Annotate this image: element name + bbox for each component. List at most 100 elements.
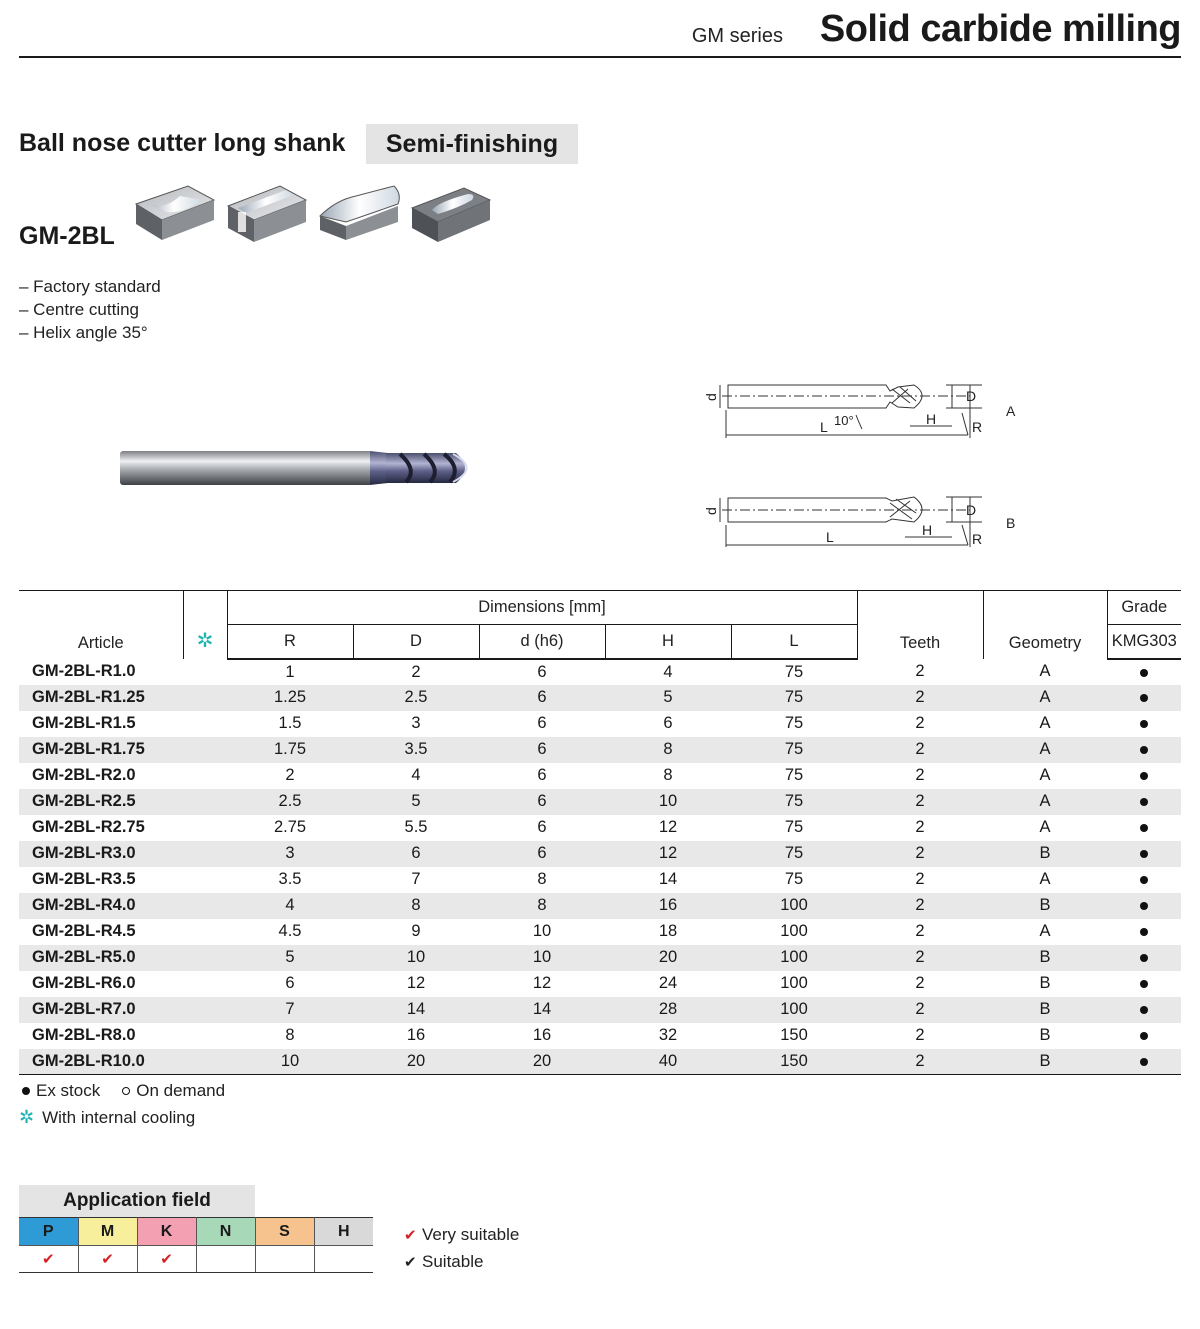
d-cell: 10 [532, 948, 552, 966]
suitability-cell: ✔ [77, 1245, 137, 1273]
label-d-a: d [703, 393, 719, 401]
teeth-cell: 2 [915, 766, 925, 784]
geometry-cell: B [1039, 1000, 1051, 1018]
l-cell: 100 [780, 922, 808, 940]
article-cell: GM-2BL-R3.5 [32, 870, 136, 888]
teeth-cell: 2 [915, 792, 925, 810]
article-cell: GM-2BL-R1.5 [32, 714, 136, 732]
cooling-cell [183, 1023, 227, 1049]
r-cell: 5 [285, 948, 295, 966]
h-cell: 5 [663, 688, 673, 706]
geometry-b-label: B [1006, 515, 1015, 531]
h-cell: 12 [658, 818, 678, 836]
l-cell: 75 [784, 870, 804, 888]
geometry-cell: A [1039, 818, 1051, 836]
article-cell: GM-2BL-R4.5 [32, 922, 136, 940]
d-cell: 3.5 [404, 740, 428, 758]
r-cell: 7 [285, 1000, 295, 1018]
cooling-cell [183, 841, 227, 867]
stock-cell [1107, 893, 1181, 919]
d-cell: 20 [406, 1051, 426, 1070]
suitability-cell [313, 1245, 373, 1273]
column-header-H: H [604, 624, 731, 660]
label-H-a: H [926, 411, 936, 427]
teeth-cell: 2 [915, 870, 925, 888]
cooling-cell [183, 893, 227, 919]
h-cell: 8 [663, 766, 673, 784]
article-cell: GM-2BL-R2.5 [32, 792, 136, 810]
stock-cell [1107, 685, 1181, 711]
column-header-R: R [226, 624, 353, 660]
geometry-drawings: d L 10° H D R A d L H D R B [703, 384, 1016, 547]
very-suitable-check-icon: ✔ [101, 1250, 114, 1268]
r-cell: 6 [285, 974, 295, 992]
article-cell: GM-2BL-R1.75 [32, 740, 145, 758]
d-cell: 6 [537, 688, 547, 706]
d-cell: 2 [411, 662, 421, 681]
stock-cell [1107, 737, 1181, 763]
l-cell: 75 [784, 818, 804, 836]
label-d-b: d [703, 507, 719, 515]
l-cell: 75 [784, 844, 804, 862]
l-cell: 150 [780, 1051, 808, 1070]
cooling-cell [183, 763, 227, 789]
column-header-geometry: Geometry [982, 590, 1107, 659]
l-cell: 100 [780, 948, 808, 966]
d-cell: 6 [537, 844, 547, 862]
d-cell: 10 [406, 948, 426, 966]
geometry-cell: B [1039, 896, 1051, 914]
label-angle-a: 10° [834, 413, 854, 428]
column-header-d: d (h6) [478, 624, 605, 660]
feature-item: – Centre cutting [19, 300, 140, 319]
stock-cell [1107, 919, 1181, 945]
ex-stock-dot-icon [1140, 720, 1148, 728]
machining-shapes [134, 185, 492, 242]
on-demand-circle-icon [122, 1086, 131, 1095]
cooling-cell [183, 789, 227, 815]
stock-cell [1107, 867, 1181, 893]
article-cell: GM-2BL-R1.25 [32, 688, 145, 706]
cooling-cell [183, 1049, 227, 1075]
article-cell: GM-2BL-R3.0 [32, 844, 136, 862]
ex-stock-dot-icon [1140, 876, 1148, 884]
column-header-D: D [352, 624, 479, 660]
teeth-cell: 2 [915, 714, 925, 732]
d-cell: 9 [411, 922, 421, 940]
material-group-s: S [254, 1217, 315, 1246]
article-cell: GM-2BL-R6.0 [32, 974, 136, 992]
teeth-cell: 2 [915, 1000, 925, 1018]
h-cell: 12 [658, 844, 678, 862]
r-cell: 8 [285, 1026, 295, 1044]
feature-list: – Factory standard – Centre cutting – He… [19, 275, 161, 344]
application-field-title: Application field [19, 1185, 255, 1217]
d-cell: 14 [532, 1000, 552, 1018]
r-cell: 3.5 [278, 870, 302, 888]
geometry-cell: A [1039, 688, 1051, 706]
suitable-check-icon: ✔ [404, 1253, 417, 1271]
d-cell: 10 [532, 922, 552, 940]
geometry-cell: A [1039, 792, 1051, 810]
very-suitable-check-icon: ✔ [41, 1250, 55, 1268]
very-suitable-label: Very suitable [422, 1224, 520, 1244]
article-cell: GM-2BL-R5.0 [32, 948, 136, 966]
slot-shape-icon [226, 185, 308, 242]
label-L-b: L [826, 529, 834, 545]
internal-cooling-column-icon: ✲ [182, 590, 227, 659]
ex-stock-dot-icon [1140, 798, 1148, 806]
d-cell: 12 [532, 974, 552, 992]
l-cell: 150 [780, 1026, 808, 1044]
h-cell: 24 [658, 974, 678, 992]
h-cell: 14 [658, 870, 678, 888]
stock-cell [1107, 945, 1181, 971]
l-cell: 75 [784, 792, 804, 810]
d-cell: 12 [406, 974, 426, 992]
h-cell: 6 [663, 714, 673, 732]
